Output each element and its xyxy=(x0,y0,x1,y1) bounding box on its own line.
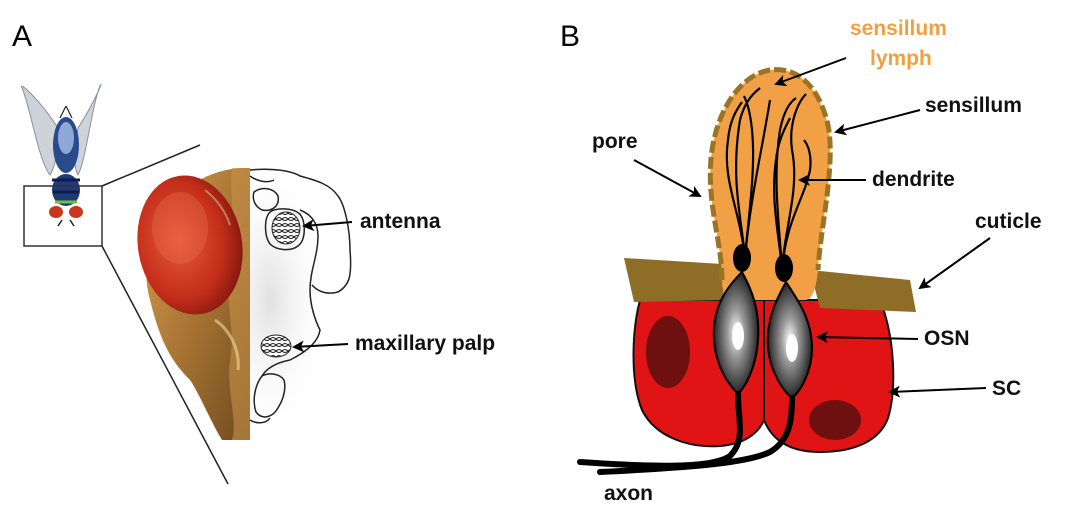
panel-a: A xyxy=(12,20,495,484)
panel-b-letter: B xyxy=(560,20,580,53)
antenna-structure xyxy=(272,212,300,244)
osn-inner-segment-left xyxy=(733,244,751,272)
maxillary-palp-label: maxillary palp xyxy=(355,332,495,355)
support-cells xyxy=(634,300,894,452)
pore-arrow xyxy=(634,160,700,196)
sensillum-label: sensillum xyxy=(925,94,1022,117)
panel-a-letter: A xyxy=(12,20,32,53)
sensillum-lymph-label-line1: sensillum xyxy=(850,17,947,40)
sensillum-lymph-label-line2: lymph xyxy=(870,47,932,70)
sc-arrow xyxy=(890,388,986,392)
fly-illustration xyxy=(22,84,101,226)
osn-inner-segment-right xyxy=(775,254,793,282)
panel-b: B xyxy=(560,17,1042,505)
maxillary-palp-structure xyxy=(261,335,291,357)
pore-label: pore xyxy=(592,130,638,153)
fly-head-photo xyxy=(127,150,330,450)
cuticle-arrow xyxy=(920,238,990,288)
osn-label: OSN xyxy=(924,327,970,350)
dendrite-label: dendrite xyxy=(872,168,955,191)
antenna-label: antenna xyxy=(360,210,441,233)
sensillum-arrow xyxy=(836,110,920,132)
sc-label: SC xyxy=(992,377,1021,400)
cuticle-label: cuticle xyxy=(975,210,1042,233)
axon-label: axon xyxy=(604,482,653,505)
